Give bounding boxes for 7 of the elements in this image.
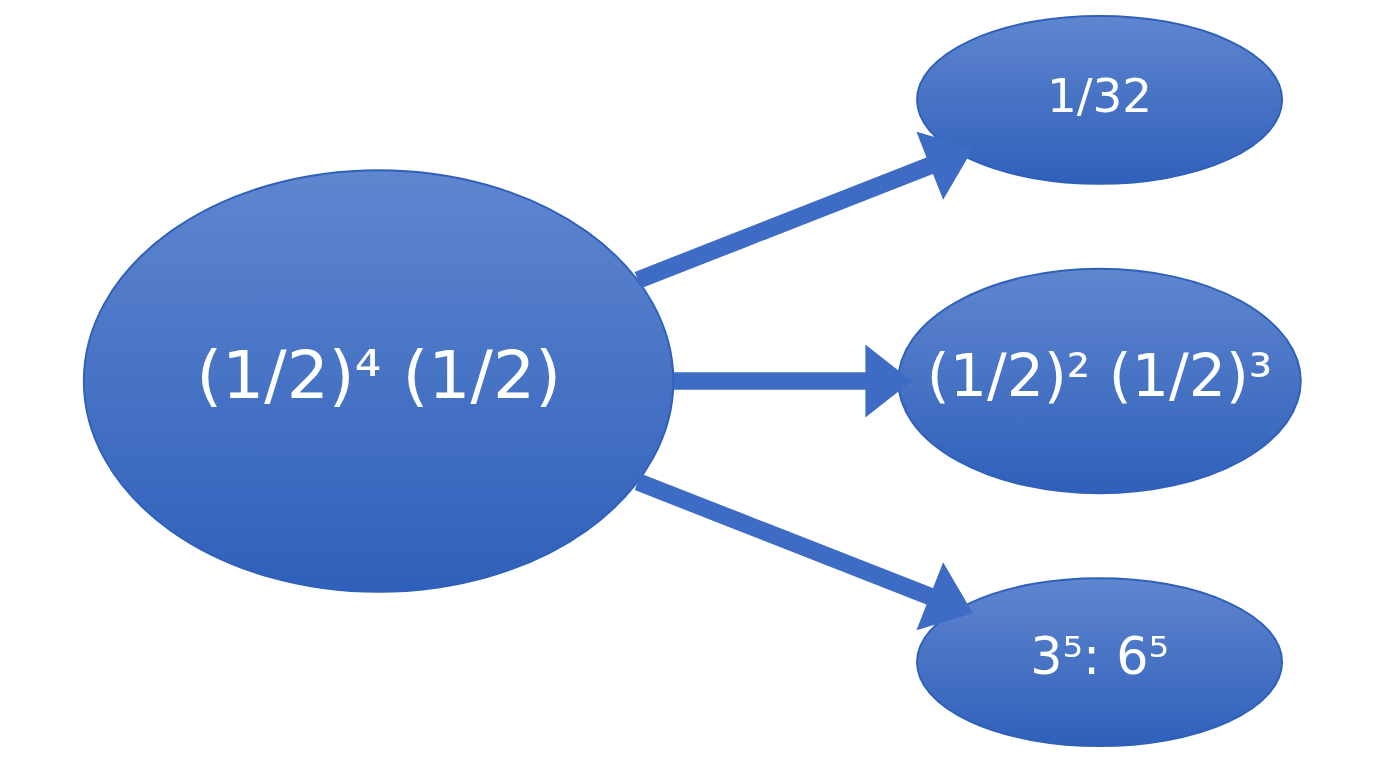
node-ellipse: (1/2)² (1/2)³	[897, 267, 1302, 495]
node-ellipse: (1/2)⁴ (1/2)	[82, 169, 675, 593]
node-ellipse: 3⁵: 6⁵	[916, 577, 1284, 748]
arrow	[634, 131, 973, 289]
arrow	[673, 344, 912, 418]
arrow	[634, 473, 973, 631]
node-ellipse: 1/32	[916, 14, 1284, 185]
